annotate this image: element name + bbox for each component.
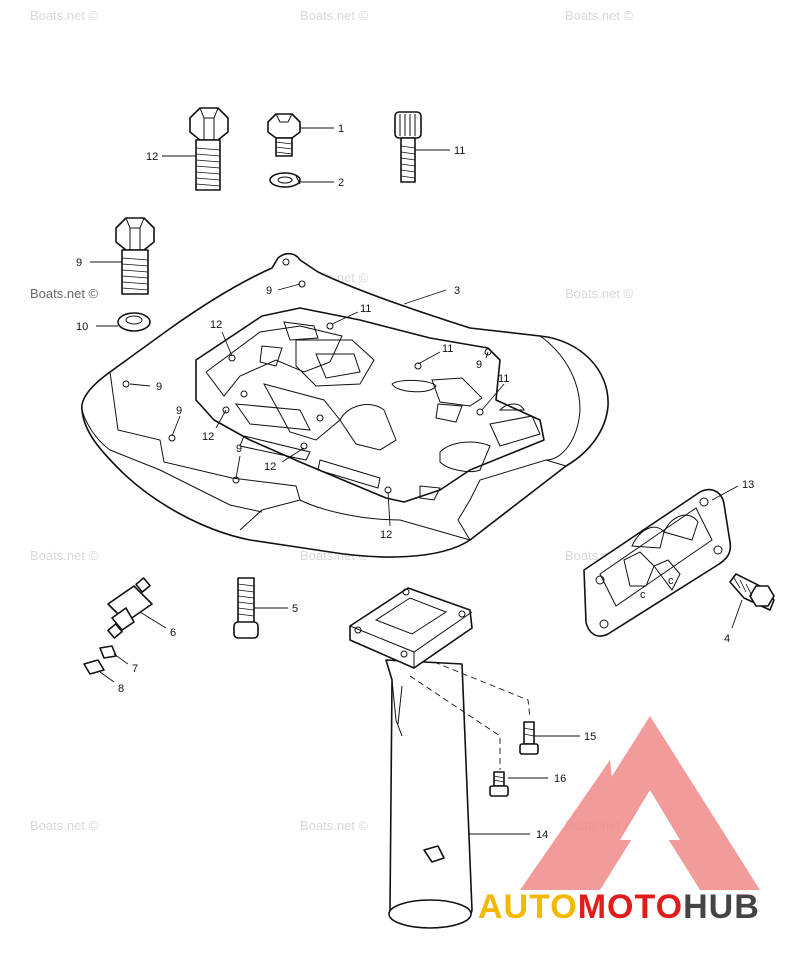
callout-9: 9 [76, 257, 82, 269]
watermark: Boats.net © [300, 8, 369, 23]
watermark: Boats.net © [30, 8, 99, 23]
part-pin-8 [83, 659, 105, 675]
callout-7: 7 [132, 663, 138, 675]
callout-13: 13 [742, 479, 754, 491]
brand-part-moto: MOTO [577, 888, 684, 926]
callout-11: 11 [360, 303, 371, 315]
part-exhaust-tube-14 [349, 587, 473, 929]
part-bolt-12 [189, 107, 229, 191]
callout-16: 16 [554, 773, 566, 785]
part-washer-10 [117, 312, 151, 332]
callout-10: 10 [76, 321, 88, 333]
callout-12: 12 [264, 461, 276, 473]
part-bolt-9 [115, 217, 155, 295]
watermark: Boats.net © [30, 818, 99, 833]
cover-marking: c [668, 575, 674, 587]
watermark: Boats.net © [300, 818, 369, 833]
part-adapter-plate-3 [81, 252, 609, 558]
callout-14: 14 [536, 829, 548, 841]
callout-11: 11 [442, 343, 453, 355]
cover-marking: c [640, 589, 646, 601]
callout-12: 12 [210, 319, 222, 331]
callout-9: 9 [266, 285, 272, 297]
watermark: Boats.net © [565, 8, 634, 23]
part-bolt-1 [267, 113, 301, 157]
callout-15: 15 [584, 731, 596, 743]
brand-logo-mark [520, 716, 760, 890]
watermark: Boats.net © [30, 548, 99, 563]
callout-9: 9 [176, 405, 182, 417]
part-washer-2 [269, 172, 301, 188]
part-bolt-4 [729, 573, 775, 611]
callout-9: 9 [236, 443, 242, 455]
callout-11: 11 [498, 373, 509, 385]
callout-2: 2 [338, 177, 344, 189]
watermark: Boats.net © [30, 286, 99, 301]
part-screw-15 [519, 721, 539, 755]
part-cover-plate-13: c c [583, 488, 732, 637]
callout-4: 4 [724, 633, 730, 645]
callout-9: 9 [156, 381, 162, 393]
callout-5: 5 [292, 603, 298, 615]
brand-part-auto: AUTO [478, 888, 578, 926]
callout-8: 8 [118, 683, 124, 695]
part-pin-7 [99, 645, 117, 659]
callout-11: 11 [454, 145, 465, 157]
callout-12: 12 [146, 151, 158, 163]
brand-part-hub: HUB [683, 888, 760, 926]
callout-12: 12 [202, 431, 214, 443]
watermark: Boats.net © [565, 286, 634, 301]
callout-9: 9 [476, 359, 482, 371]
callout-6: 6 [170, 627, 176, 639]
part-fitting-6 [107, 577, 153, 639]
callout-12: 12 [380, 529, 392, 541]
callout-1: 1 [338, 123, 344, 135]
brand-logo-text: AUTOMOTOHUB [478, 888, 796, 932]
part-screw-11 [394, 111, 422, 183]
callout-3: 3 [454, 285, 460, 297]
part-screw-16 [489, 771, 509, 797]
part-bolt-5 [233, 577, 259, 639]
